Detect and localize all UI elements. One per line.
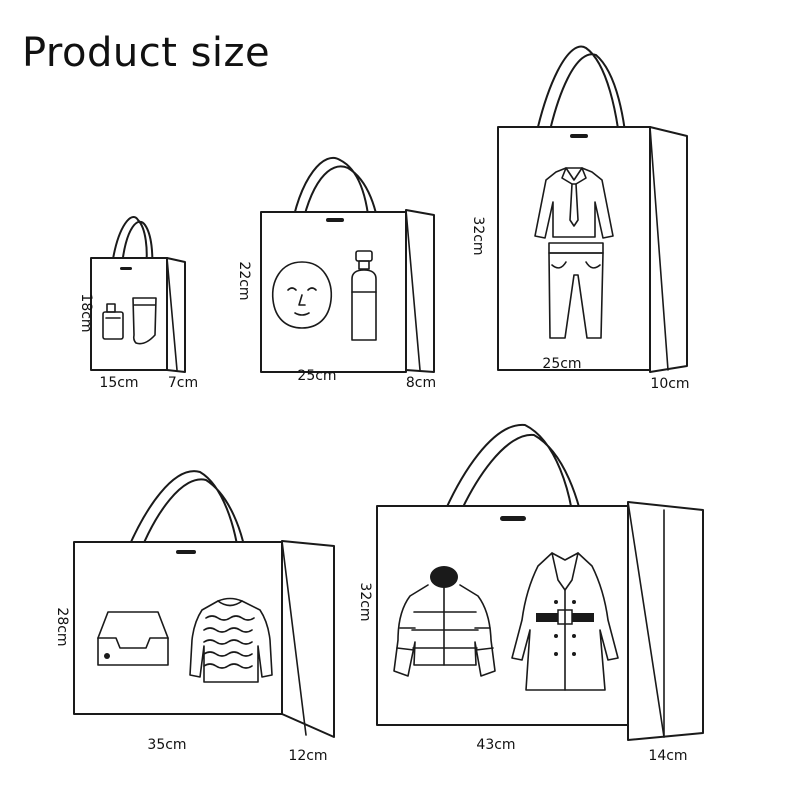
trousers-icon <box>548 242 604 339</box>
bag-1-depth-label: 7cm <box>168 375 198 391</box>
bag-2-side <box>405 209 435 373</box>
cosmetic-bottle-icon <box>351 250 377 341</box>
puffer-jacket-icon <box>393 566 496 677</box>
bag-3-width-label: 25cm <box>542 356 581 372</box>
knit-sweater-icon <box>189 597 273 683</box>
bag-4-side <box>281 540 335 738</box>
bag-1-height-label: 18cm <box>78 293 94 332</box>
cream-tube-icon <box>132 297 157 345</box>
bag-3-height-label: 32cm <box>470 216 486 255</box>
bag-3-front <box>497 126 651 371</box>
bag-3-side <box>649 126 688 373</box>
tray-box-icon <box>97 611 169 666</box>
bag-4-depth-label: 12cm <box>288 748 327 764</box>
shirt-and-tie-icon <box>534 167 614 239</box>
bag-5-depth-label: 14cm <box>648 748 687 764</box>
bag-5-side <box>627 501 704 741</box>
bag-2-depth-label: 8cm <box>406 375 436 391</box>
bag-2-handle <box>289 157 381 241</box>
bag-2: 22cm 25cm 8cm <box>236 157 436 391</box>
bag-5: 32cm 43cm 14cm <box>357 423 704 764</box>
bag-1-width-label: 15cm <box>99 375 138 391</box>
bag-2-height-label: 22cm <box>236 261 252 300</box>
bag-1: 18cm 15cm 7cm <box>78 216 198 391</box>
bag-4-front <box>73 541 283 715</box>
bag-5-height-label: 32cm <box>357 582 373 621</box>
bag-2-width-label: 25cm <box>297 368 336 384</box>
bag-4: 28cm 35cm 12cm <box>54 470 335 764</box>
bag-1-handle <box>111 216 154 271</box>
bag-5-width-label: 43cm <box>476 737 515 753</box>
bag-5-handle <box>434 423 587 541</box>
trench-coat-icon <box>511 552 619 691</box>
face-mask-icon <box>271 261 333 329</box>
bag-3-handle <box>529 45 629 169</box>
bag-3: 32cm 25cm 10cm <box>470 45 690 392</box>
bag-4-height-label: 28cm <box>54 607 70 646</box>
page-title: Product size <box>22 30 271 76</box>
perfume-bottle-icon <box>102 303 124 340</box>
bag-2-front <box>260 211 407 373</box>
bag-3-depth-label: 10cm <box>650 376 689 392</box>
bag-4-handle <box>121 470 249 571</box>
bag-1-side <box>166 257 186 373</box>
bag-4-width-label: 35cm <box>147 737 186 753</box>
